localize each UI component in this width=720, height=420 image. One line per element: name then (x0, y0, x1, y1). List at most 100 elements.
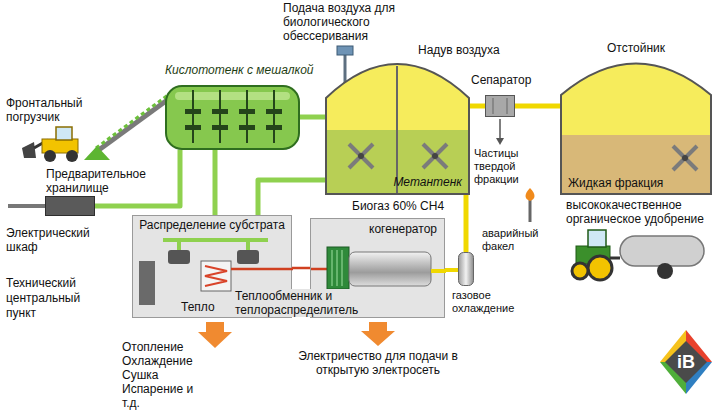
tractor-wheel (588, 256, 612, 280)
tanker (620, 236, 704, 266)
heat-label: Тепло (181, 300, 215, 314)
tank-heading: Отстойник (560, 41, 712, 55)
tank-outline (326, 64, 469, 194)
flare-label: аварийный факел (482, 227, 546, 253)
acid-tank-shape (165, 85, 300, 150)
flare-flame (526, 188, 535, 201)
tractor-cab (588, 230, 606, 247)
control-label: Технический центральный пункт (6, 276, 96, 321)
mixer-symbol (673, 146, 697, 170)
heat-arrow (198, 322, 232, 348)
separator-label: Сепаратор (471, 73, 531, 87)
digester-tank: Метантенк (325, 58, 470, 195)
heat-line (231, 268, 293, 271)
flare-pole (529, 200, 532, 222)
pipe-connector (470, 104, 485, 109)
pipe-connector (445, 268, 458, 272)
mixer-blade (185, 109, 201, 114)
generator-stripe (332, 250, 333, 286)
pump (168, 250, 190, 264)
mixer-shaft (273, 90, 275, 143)
conveyor-material (96, 95, 168, 148)
generator-stripe (337, 250, 338, 286)
loader-wheel (44, 150, 56, 162)
mixer-blade (239, 109, 255, 114)
heat-use-label: Отопление Охлаждение Сушка Испарение и т… (122, 340, 202, 410)
mixer-shaft (246, 90, 248, 143)
heat-exchanger (201, 261, 231, 291)
separator-rib (507, 98, 508, 114)
air-supply-label: Подача воздуха для биологического обессе… (283, 1, 409, 43)
cooler-label: газовое охлаждение (452, 289, 532, 315)
fertilizer-label: высококачественное органическое удобрени… (566, 198, 712, 226)
tractor-wheel (572, 263, 588, 279)
solids-label: Частицы твердой фракции (474, 147, 558, 186)
mixer-symbol (423, 144, 447, 168)
svg-line (673, 146, 697, 170)
divider (396, 66, 398, 194)
pipe-connector (292, 267, 310, 270)
gas-dome (561, 64, 711, 195)
gas-cooler: газовое охлаждение (458, 252, 474, 286)
exchanger-label: Теплообменник и теплораспределитель (234, 289, 370, 317)
svg-line (673, 146, 697, 170)
generator (327, 247, 349, 289)
gas-line (431, 269, 446, 273)
tank-heading: Кислототенк с мешалкой (165, 63, 314, 77)
cooler-body (459, 253, 474, 286)
mixer-blade (266, 109, 282, 114)
gas-dome (326, 64, 469, 194)
mixer-shaft (219, 90, 221, 143)
tank-name: Метантенк (393, 175, 462, 189)
air-blower (337, 46, 353, 55)
loader-wheel (66, 150, 78, 162)
pre-storage: Предварительное хранилище (45, 196, 95, 216)
tractor-hitch (610, 257, 620, 260)
tanker-wheel (657, 263, 673, 279)
mixer-blade (212, 125, 228, 130)
material-pile (84, 146, 110, 160)
separator-box-shape (485, 95, 515, 117)
engine (349, 252, 431, 286)
settling-tank: ОтстойникЖидкая фракция (560, 60, 712, 195)
logo-text: iB (666, 351, 706, 373)
loader-label: Фронтальный погрузчик (6, 96, 92, 124)
leader-arrowhead (496, 138, 504, 145)
mixer-blade (185, 125, 201, 130)
mixer-shaft (192, 90, 194, 143)
box-heading: Распределение субстрата (133, 218, 291, 232)
power-label: Электричество для подачи в открытую элек… (298, 349, 458, 377)
loader-cab (56, 127, 72, 140)
storage-heading: Предварительное хранилище (46, 167, 158, 195)
digester-tank-shape (325, 58, 470, 195)
svg-line (423, 144, 447, 168)
tank-body (166, 86, 299, 149)
pipe-connector (300, 115, 325, 120)
fraction-label: Жидкая фракция (568, 176, 663, 190)
settling-tank-shape (560, 60, 712, 195)
separator-rib (493, 98, 494, 114)
leader-line (499, 119, 501, 139)
air-blow-label: Надув воздуха (418, 43, 500, 57)
gas-cooler-shape (458, 252, 474, 286)
cabinet-label: Электрический шкаф (6, 226, 102, 254)
generator-stripe (342, 250, 343, 286)
pipe-connector (515, 104, 560, 109)
heat-line (311, 268, 327, 271)
separator-box: Сепаратор (485, 95, 515, 117)
svg-circle (358, 153, 364, 159)
svg-circle (432, 153, 438, 159)
svg-line (349, 144, 373, 168)
separator-body (486, 96, 515, 117)
mixer-blade (239, 125, 255, 130)
heat-coil (205, 266, 227, 286)
inlet-pipe (8, 204, 45, 208)
svg-line (349, 144, 373, 168)
loader-bucket (22, 142, 36, 158)
logo-center (665, 341, 707, 383)
mixer-blade (266, 125, 282, 130)
biogas-label: Биогаз 60% CH4 (352, 199, 444, 213)
pipe-connector (464, 195, 469, 252)
pump (237, 250, 259, 264)
